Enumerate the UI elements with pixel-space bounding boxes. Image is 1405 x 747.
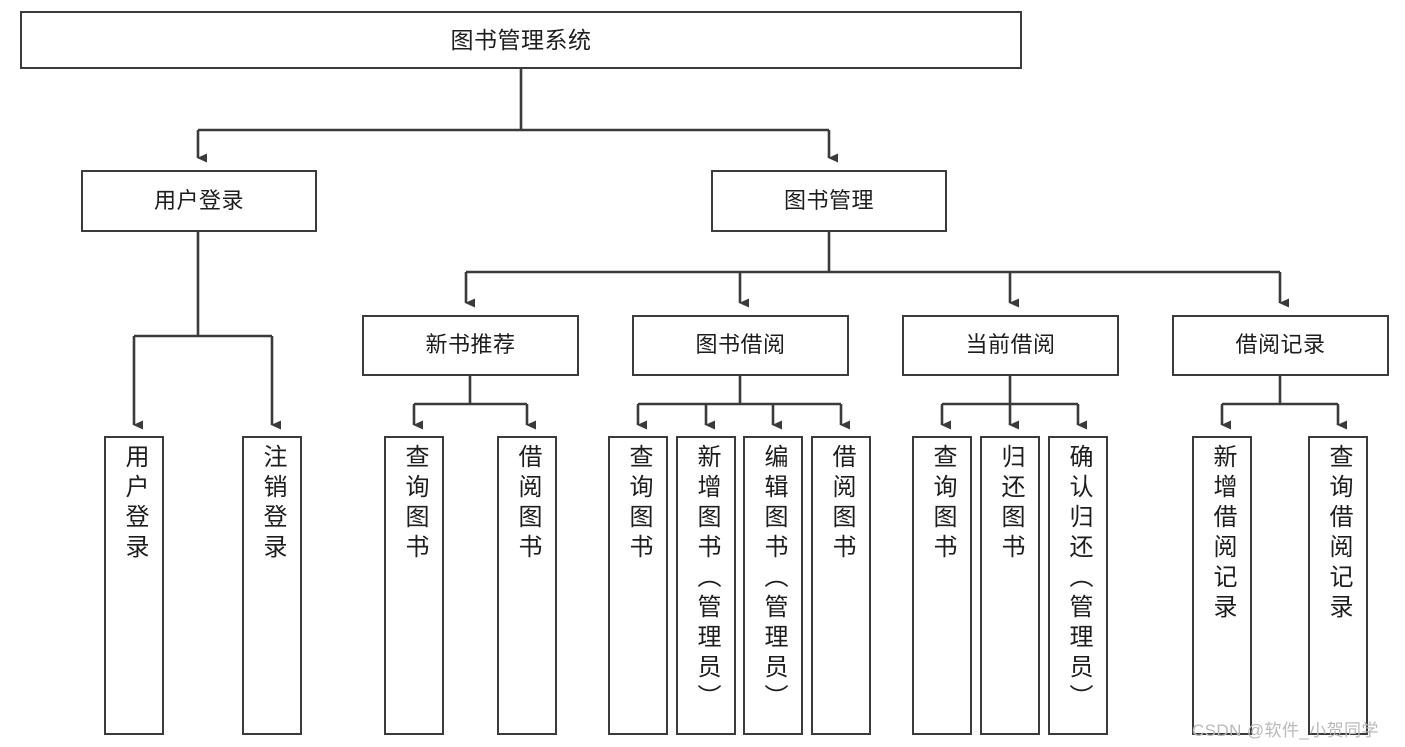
node-leaf-borrow-book-1-label: 借阅图书 xyxy=(514,444,541,564)
node-leaf-edit-book-label: 编辑图书（管理员） xyxy=(760,444,787,714)
node-leaf-query-book-3[interactable]: 查询图书 xyxy=(912,436,972,735)
node-leaf-add-book[interactable]: 新增图书（管理员） xyxy=(676,436,736,735)
node-root-label: 图书管理系统 xyxy=(450,26,592,53)
watermark-label: CSDN @软件_小贺同学 xyxy=(1192,721,1379,740)
node-book-manage[interactable]: 图书管理 xyxy=(711,170,947,232)
node-leaf-confirm-return[interactable]: 确认归还（管理员） xyxy=(1048,436,1108,735)
node-leaf-query-record-label: 查询借阅记录 xyxy=(1325,444,1352,624)
node-leaf-add-book-label: 新增图书（管理员） xyxy=(693,444,720,714)
node-leaf-query-book-1[interactable]: 查询图书 xyxy=(384,436,444,735)
node-leaf-user-login-label: 用户登录 xyxy=(121,444,148,564)
node-leaf-edit-book[interactable]: 编辑图书（管理员） xyxy=(743,436,803,735)
node-leaf-query-book-2-label: 查询图书 xyxy=(625,444,652,564)
node-current-borrow[interactable]: 当前借阅 xyxy=(902,315,1119,376)
node-leaf-borrow-book-1[interactable]: 借阅图书 xyxy=(497,436,557,735)
node-leaf-logout-label: 注销登录 xyxy=(259,444,286,564)
node-current-borrow-label: 当前借阅 xyxy=(965,332,1056,358)
node-leaf-query-book-2[interactable]: 查询图书 xyxy=(608,436,668,735)
node-book-borrow-label: 图书借阅 xyxy=(695,332,786,358)
node-leaf-query-book-1-label: 查询图书 xyxy=(401,444,428,564)
node-leaf-user-login[interactable]: 用户登录 xyxy=(104,436,164,735)
node-root[interactable]: 图书管理系统 xyxy=(20,11,1022,69)
node-leaf-query-book-3-label: 查询图书 xyxy=(929,444,956,564)
node-leaf-confirm-return-label: 确认归还（管理员） xyxy=(1065,444,1092,714)
node-leaf-logout[interactable]: 注销登录 xyxy=(242,436,302,735)
node-book-manage-label: 图书管理 xyxy=(783,187,874,213)
node-new-book-rec-label: 新书推荐 xyxy=(425,332,516,358)
node-leaf-return-book-label: 归还图书 xyxy=(997,444,1024,564)
node-leaf-add-record[interactable]: 新增借阅记录 xyxy=(1192,436,1252,735)
node-user-login[interactable]: 用户登录 xyxy=(81,170,317,232)
node-leaf-query-record[interactable]: 查询借阅记录 xyxy=(1308,436,1368,735)
node-new-book-rec[interactable]: 新书推荐 xyxy=(362,315,579,376)
node-book-borrow[interactable]: 图书借阅 xyxy=(632,315,849,376)
node-leaf-borrow-book-2[interactable]: 借阅图书 xyxy=(811,436,871,735)
node-borrow-record-label: 借阅记录 xyxy=(1235,332,1326,358)
node-user-login-label: 用户登录 xyxy=(153,187,244,213)
node-leaf-add-record-label: 新增借阅记录 xyxy=(1209,444,1236,624)
node-leaf-return-book[interactable]: 归还图书 xyxy=(980,436,1040,735)
node-borrow-record[interactable]: 借阅记录 xyxy=(1172,315,1389,376)
node-leaf-borrow-book-2-label: 借阅图书 xyxy=(828,444,855,564)
